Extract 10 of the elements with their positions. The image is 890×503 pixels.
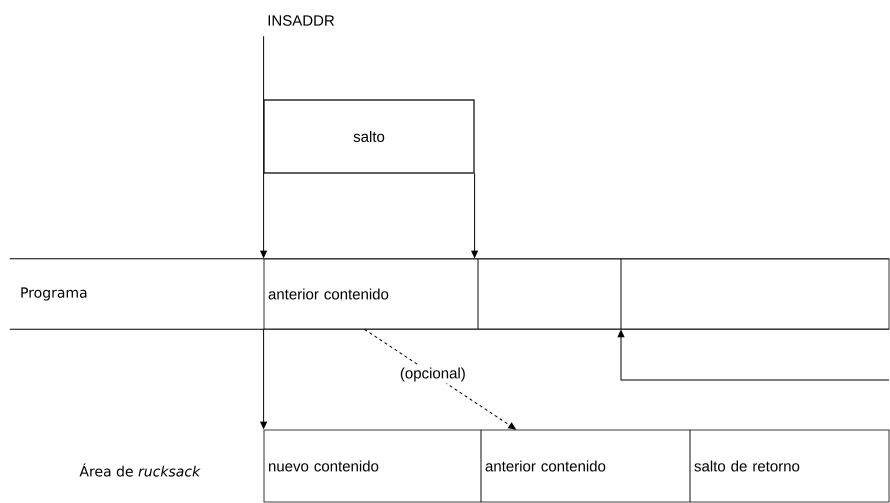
- memory-cell: [478, 258, 622, 330]
- jump-box: salto: [263, 99, 475, 174]
- memory-cell: nuevo contenido: [264, 430, 482, 502]
- row-label: Área de rucksack: [80, 463, 201, 477]
- label-text: INSADDR: [268, 15, 334, 26]
- memory-cell: anterior contenido: [480, 430, 690, 502]
- memory-cell: [620, 258, 890, 330]
- edge-label: (opcional): [398, 366, 468, 384]
- memory-cell: salto de retorno: [690, 430, 890, 502]
- memory-cell: anterior contenido: [264, 258, 478, 330]
